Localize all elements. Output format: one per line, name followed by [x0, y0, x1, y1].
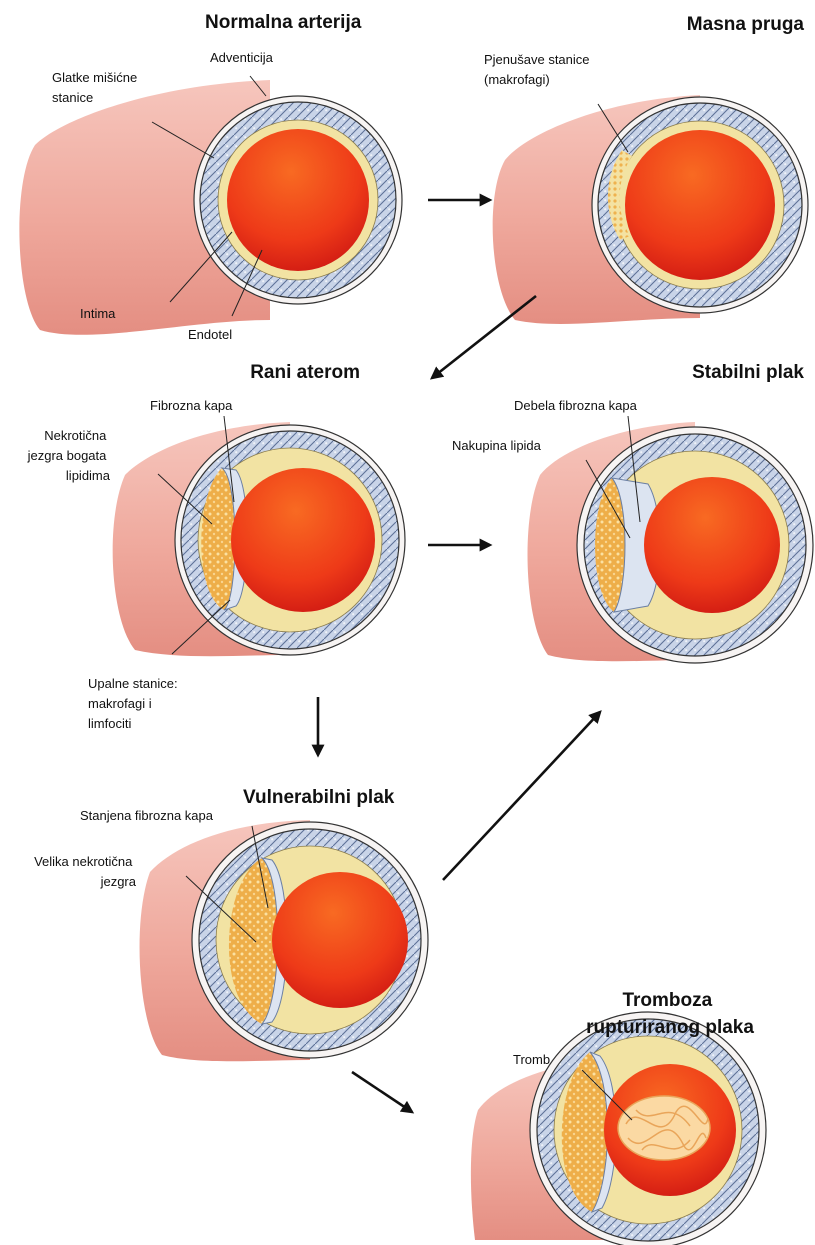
lumen [227, 129, 369, 271]
arrow-vulnerable-to-thrombosis [352, 1072, 412, 1112]
label-foam-cells: Pjenušave stanice (makrofagi) [484, 52, 593, 87]
title-thrombosis-line-1: Tromboza [622, 990, 712, 1011]
arrow-vulnerable-to-stable [443, 712, 600, 880]
lumen [625, 130, 775, 280]
stage-normal-artery [19, 80, 402, 335]
label-foam-cells-line-1: Pjenušave stanice [484, 52, 590, 67]
title-fatty-streak: Masna pruga [687, 14, 805, 35]
arrow-fatty-streak-to-early-atheroma [432, 296, 536, 378]
label-large-necrotic-core: Velika nekrotična jezgra [34, 854, 137, 889]
stage-early-atheroma [113, 422, 405, 656]
label-foam-cells-line-2: (makrofagi) [484, 72, 550, 87]
label-large-necrotic-core-line-1: Velika nekrotična [34, 854, 133, 869]
label-necrotic-core: Nekrotična jezgra bogata lipidima [27, 428, 111, 483]
stage-thrombosis [471, 1012, 766, 1245]
title-early-atheroma: Rani aterom [250, 362, 360, 383]
lumen [272, 872, 408, 1008]
stage-stable-plaque [528, 422, 813, 663]
label-inflammatory-cells-line-1: Upalne stanice: [88, 676, 178, 691]
label-necrotic-core-line-2: jezgra bogata [27, 448, 108, 463]
label-intima: Intima [80, 306, 116, 321]
label-inflammatory-cells: Upalne stanice: makrofagi i limfociti [88, 676, 181, 731]
lumen [231, 468, 375, 612]
label-endothelium: Endotel [188, 327, 232, 342]
title-normal-artery: Normalna arterija [205, 12, 362, 33]
lumen [644, 477, 780, 613]
label-smooth-muscle-line-1: Glatke mišićne [52, 70, 137, 85]
label-lipid-pool: Nakupina lipida [452, 438, 542, 453]
title-vulnerable-plaque: Vulnerabilni plak [243, 787, 395, 808]
stage-vulnerable-plaque [140, 820, 428, 1061]
label-thick-fibrous-cap: Debela fibrozna kapa [514, 398, 638, 413]
label-thin-fibrous-cap: Stanjena fibrozna kapa [80, 808, 214, 823]
label-inflammatory-cells-line-2: makrofagi i [88, 696, 152, 711]
thrombus [618, 1096, 710, 1160]
title-thrombosis-line-2: rupturiranog plaka [586, 1017, 754, 1038]
label-inflammatory-cells-line-3: limfociti [88, 716, 131, 731]
label-adventitia: Adventicija [210, 50, 274, 65]
stage-fatty-streak [493, 95, 808, 324]
label-smooth-muscle: Glatke mišićne stanice [52, 70, 141, 105]
label-necrotic-core-line-3: lipidima [66, 468, 111, 483]
label-fibrous-cap: Fibrozna kapa [150, 398, 233, 413]
label-smooth-muscle-line-2: stanice [52, 90, 93, 105]
title-stable-plaque: Stabilni plak [692, 362, 804, 383]
label-necrotic-core-line-1: Nekrotična [44, 428, 107, 443]
label-thrombus: Tromb [513, 1052, 550, 1067]
label-large-necrotic-core-line-2: jezgra [100, 874, 137, 889]
